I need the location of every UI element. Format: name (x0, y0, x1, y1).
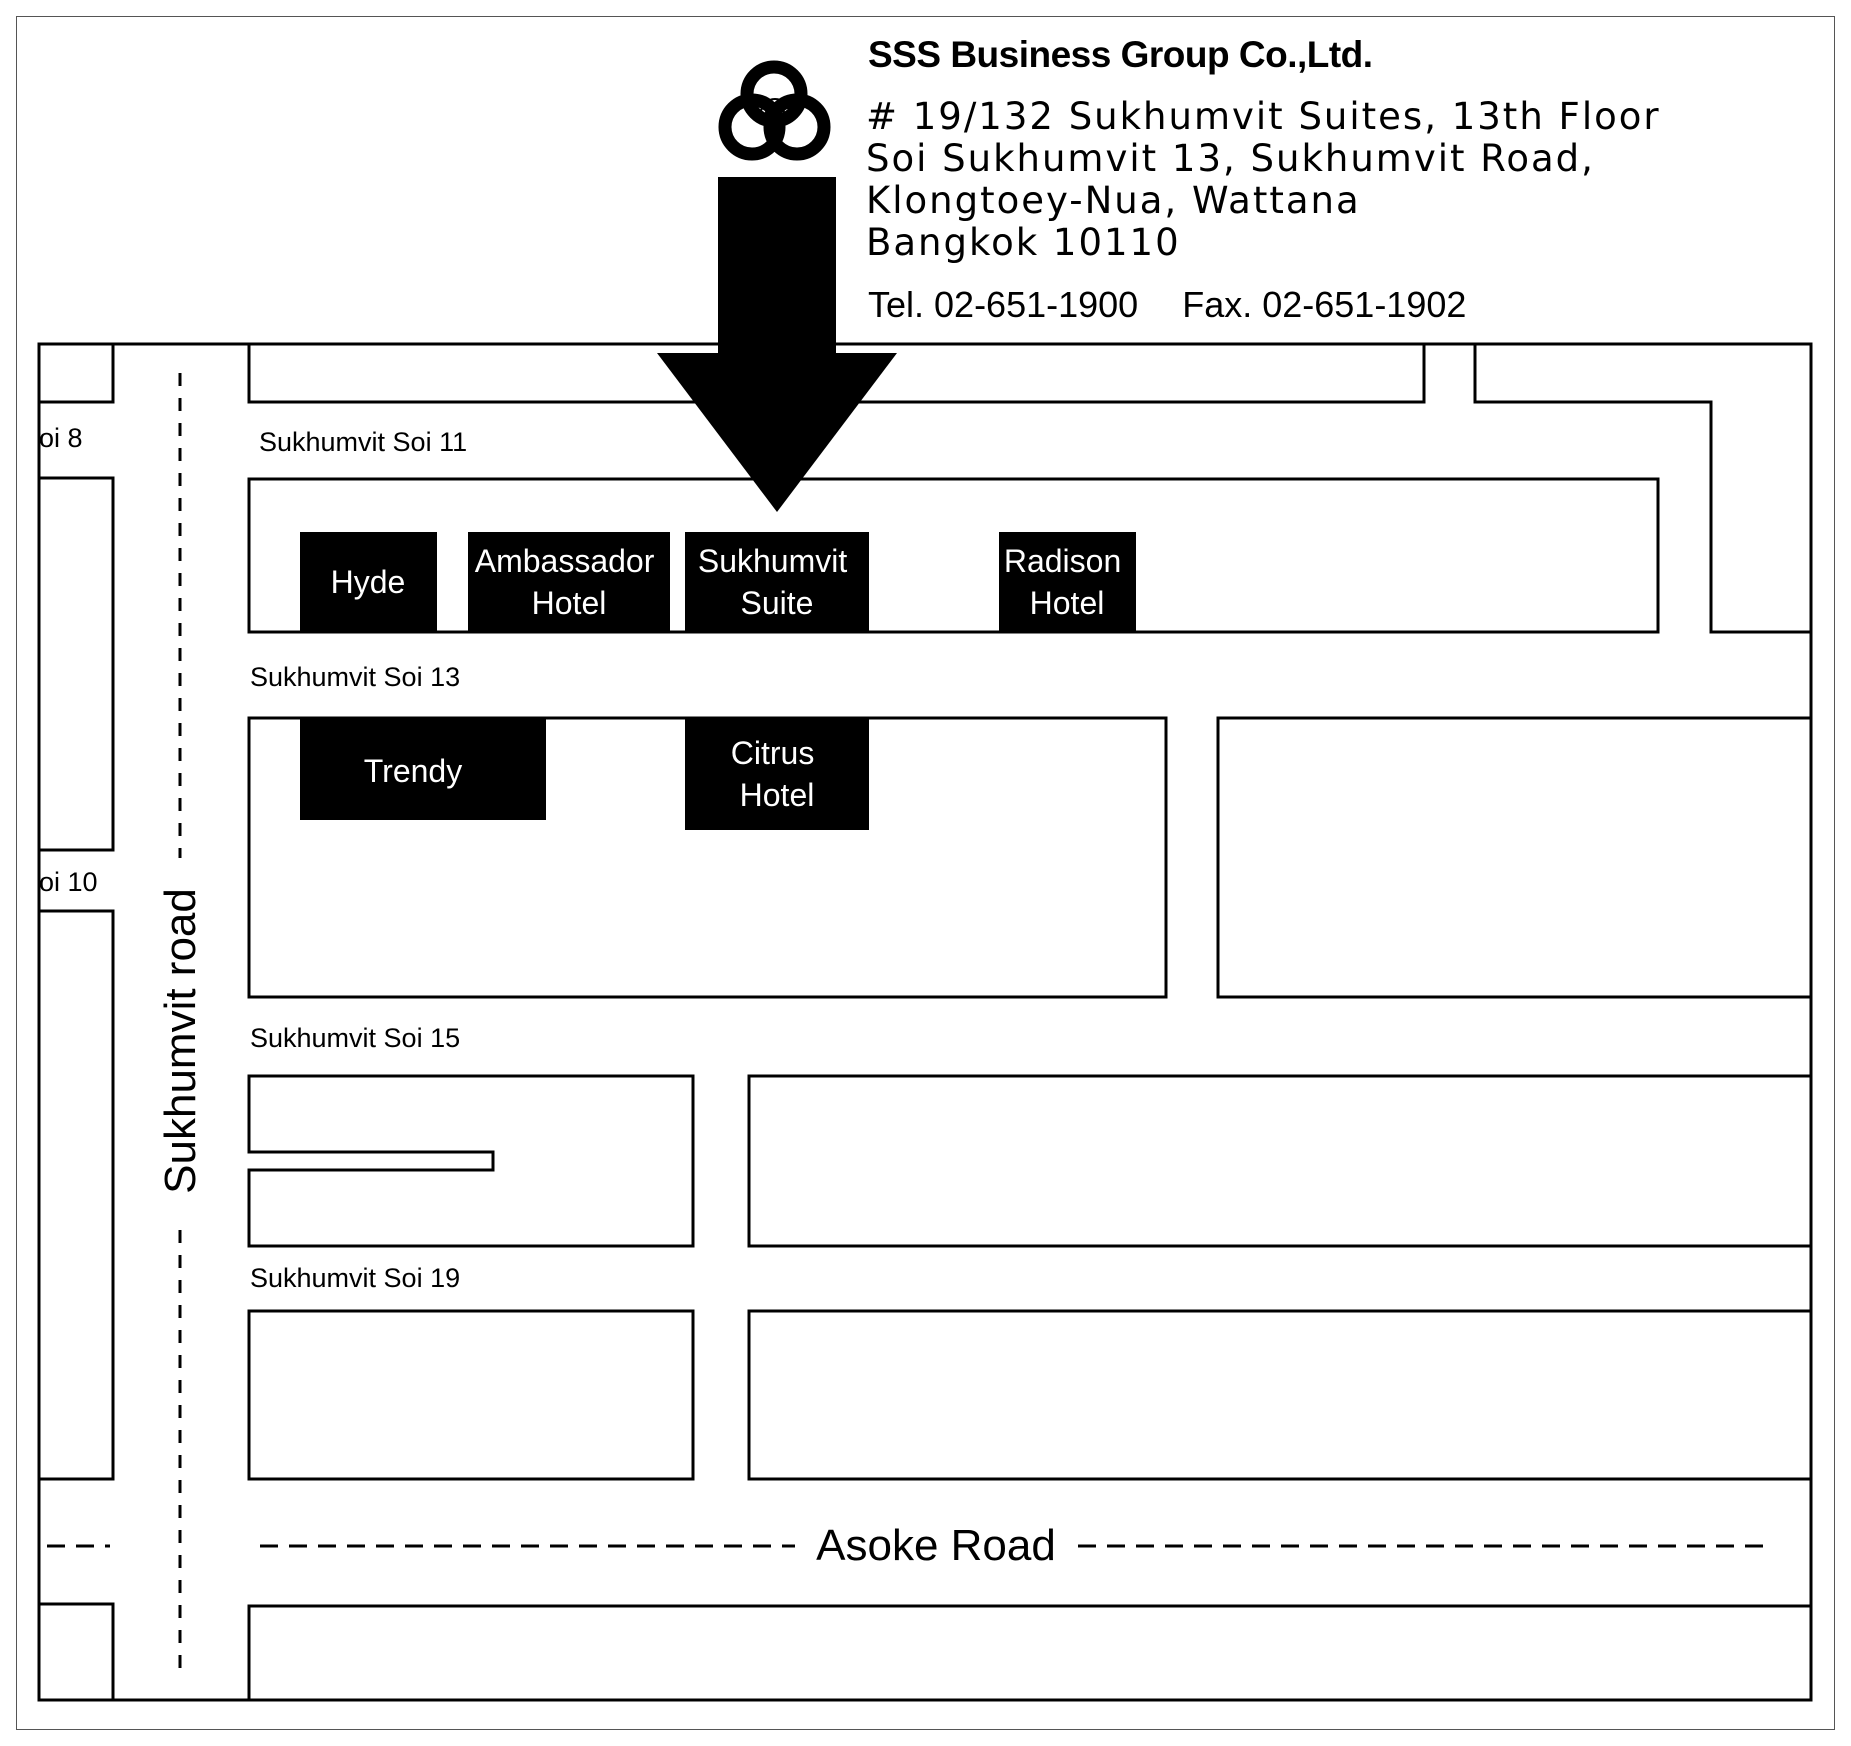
fax-number: Fax. 02-651-1902 (1182, 284, 1467, 325)
block-left-bottom (39, 1602, 115, 1700)
citrus-hotel-building (685, 718, 869, 830)
landmark-buildings (300, 532, 1136, 830)
trendy-label: Trendy (364, 753, 462, 789)
down-arrow-icon (657, 177, 897, 512)
block-left-top (39, 344, 115, 404)
tel-number: Tel. 02-651-1900 (868, 284, 1139, 325)
contact-line: Tel. 02-651-1900 Fax. 02-651-1902 (868, 284, 1466, 326)
triple-ring-logo-icon (718, 60, 831, 161)
soi-19-label: Sukhumvit Soi 19 (250, 1263, 460, 1293)
sukhumvit-road-label: Sukhumvit road (156, 888, 205, 1194)
sukhumvit-suite-label: Sukhumvit Suite (698, 543, 856, 621)
block-soi13-soi15-right (1216, 716, 1811, 999)
block-soi11-soi13 (247, 477, 1660, 634)
radison-hotel-building (999, 532, 1136, 632)
address-line-3: Klongtoey-Nua, Wattana (866, 179, 1361, 222)
soi-10-label: oi 10 (39, 867, 98, 897)
trendy-building (300, 718, 546, 820)
address-line-4: Bangkok 10110 (866, 221, 1181, 264)
ambassador-hotel-building (468, 532, 670, 632)
radison-hotel-label: Radison Hotel (1004, 543, 1130, 621)
page-frame (16, 16, 1835, 1730)
block-left-soi8-soi10 (37, 476, 115, 852)
address-line-1: # 19/132 Sukhumvit Suites, 13th Floor (866, 95, 1661, 138)
city-blocks (37, 344, 1811, 1700)
address-line-2: Soi Sukhumvit 13, Sukhumvit Road, (866, 137, 1595, 180)
ambassador-hotel-label: Ambassador Hotel (475, 543, 664, 621)
soi-8-label: oi 8 (39, 423, 83, 453)
block-soi15-soi19-left (247, 1074, 695, 1248)
block-left-soi10-asoke (37, 909, 115, 1481)
citrus-hotel-label: Citrus Hotel (731, 735, 823, 813)
soi-11-label: Sukhumvit Soi 11 (259, 427, 467, 457)
block-top-right (1473, 344, 1811, 634)
block-bottom (247, 1604, 1811, 1700)
asoke-road-label: Asoke Road (816, 1521, 1056, 1570)
block-soi19-asoke-right (747, 1309, 1811, 1481)
block-soi15-soi19-right (747, 1074, 1811, 1248)
soi-15-label: Sukhumvit Soi 15 (250, 1023, 460, 1053)
company-name: SSS Business Group Co.,Ltd. (868, 34, 1373, 75)
hyde-label: Hyde (331, 564, 406, 600)
sukhumvit-suite-building (685, 532, 869, 632)
soi-13-label: Sukhumvit Soi 13 (250, 662, 460, 692)
hyde-building (300, 532, 437, 632)
block-soi19-asoke-left (247, 1309, 695, 1481)
